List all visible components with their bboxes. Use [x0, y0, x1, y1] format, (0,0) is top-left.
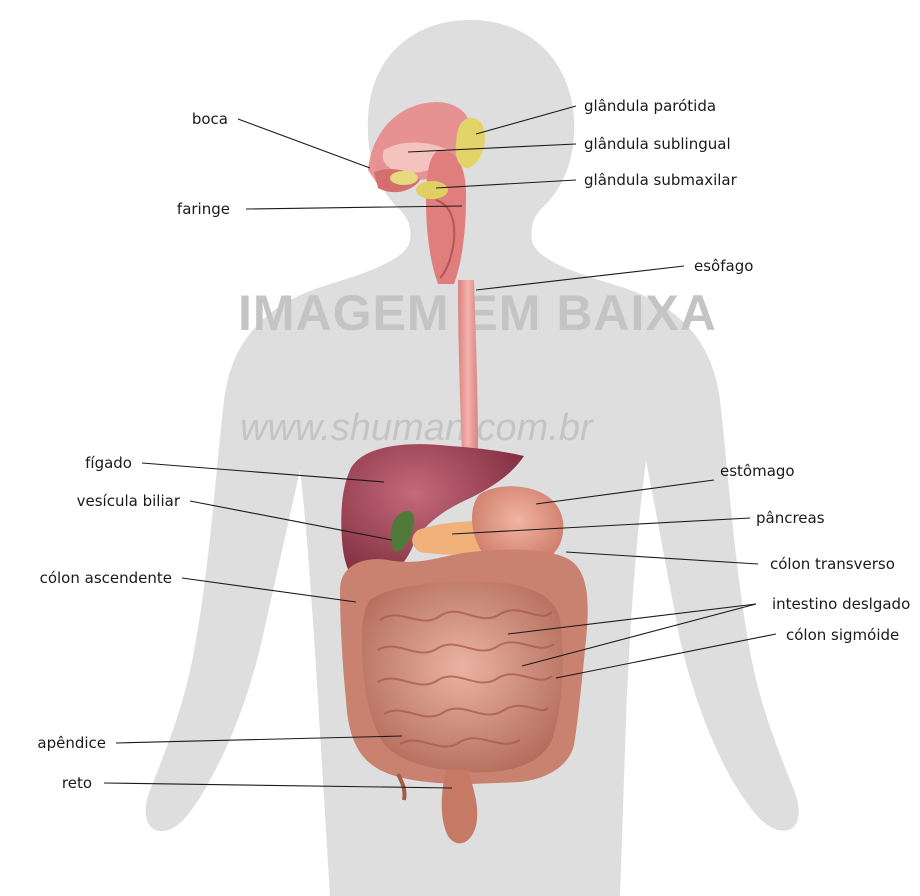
label-faringe: faringe — [177, 200, 230, 218]
sublingual-gland — [390, 171, 418, 185]
label-boca: boca — [192, 110, 228, 128]
label-intestino-delgado: intestino deslgado — [772, 595, 910, 613]
label-estomago: estômago — [720, 462, 795, 480]
label-glandula-submaxilar: glândula submaxilar — [584, 171, 738, 189]
watermark-line2: www.shuman.com.br — [240, 407, 594, 449]
label-colon-ascendente: cólon ascendente — [40, 569, 172, 587]
label-figado: fígado — [85, 454, 132, 472]
label-apendice: apêndice — [37, 734, 106, 752]
submandibular-gland — [416, 181, 448, 199]
label-colon-sigmoide: cólon sigmóide — [786, 626, 899, 644]
label-pancreas: pâncreas — [756, 509, 825, 527]
label-vesicula-biliar: vesícula biliar — [77, 492, 181, 510]
small-intestine — [362, 582, 563, 773]
label-reto: reto — [62, 774, 92, 792]
label-glandula-sublingual: glândula sublingual — [584, 135, 731, 153]
label-esofago: esôfago — [694, 257, 753, 275]
label-glandula-parotida: glândula parótida — [584, 97, 716, 115]
label-colon-transverso: cólon transverso — [770, 555, 895, 573]
watermark-line1: IMAGEM EM BAIXA — [238, 285, 717, 341]
